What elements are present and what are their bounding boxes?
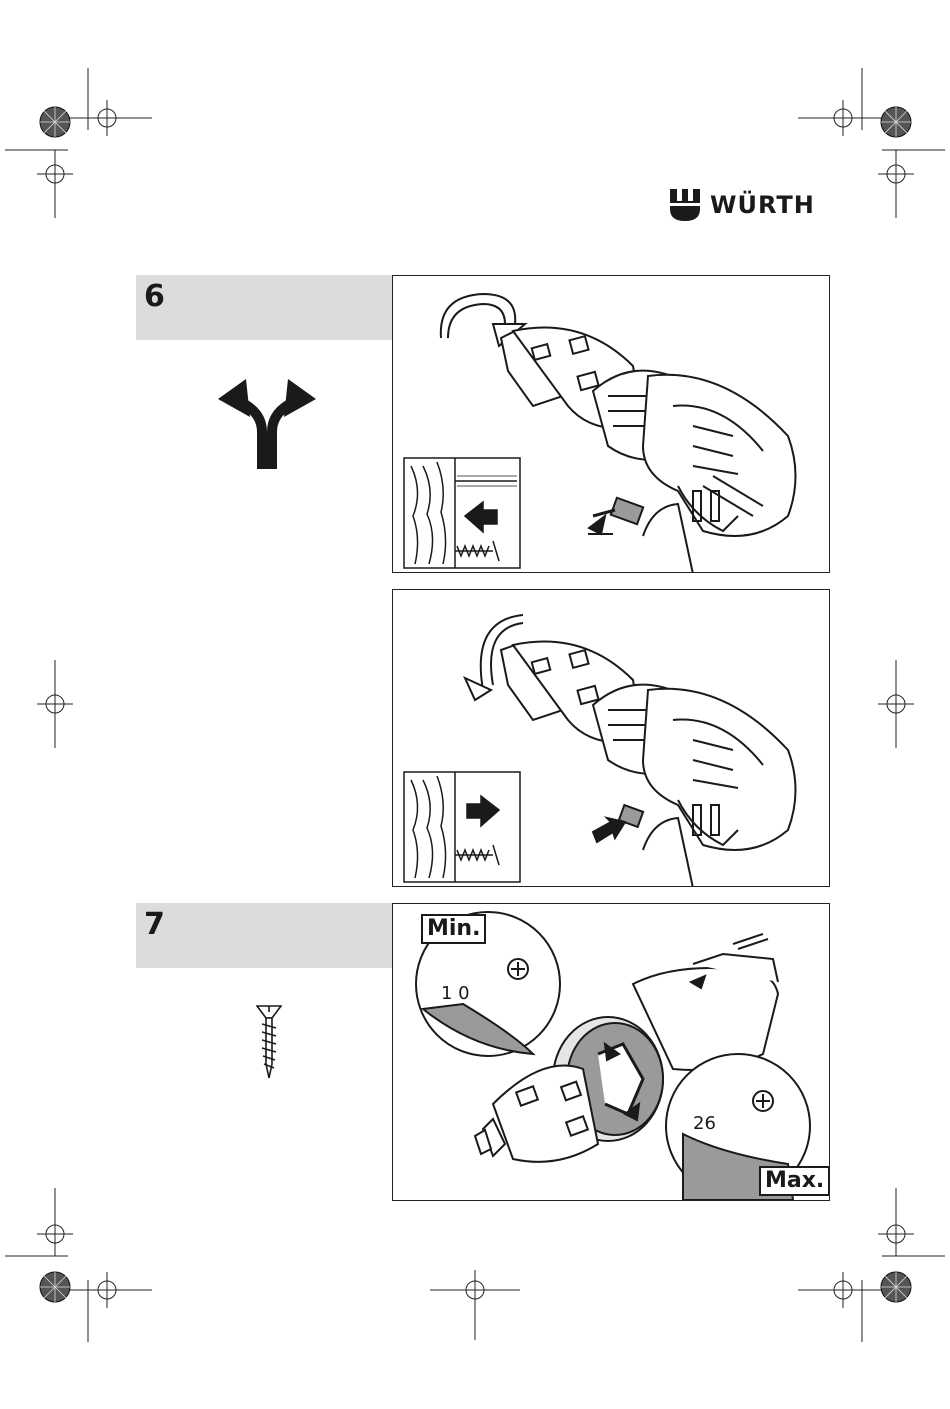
drill-illustration [393,590,830,887]
step-number: 7 [144,907,165,943]
screw-icon [256,1004,282,1080]
wurth-logo: WÜRTH [668,187,815,223]
step-6-header: 6 [136,275,392,340]
step-number: 6 [144,279,165,315]
torque-setting-panel: 1 0 26 Min. Max. [392,903,830,1201]
step-7-header: 7 [136,903,392,968]
logo-wordmark: WÜRTH [710,191,815,219]
svg-text:26: 26 [693,1113,716,1134]
forward-reverse-arrow-icon [216,377,318,469]
wurth-emblem-icon [668,187,702,223]
max-label: Max. [759,1166,830,1196]
forward-inset [404,458,520,568]
drill-illustration [393,276,830,573]
reverse-inset [404,772,520,882]
min-label: Min. [421,914,486,944]
drill-reverse-panel [392,589,830,887]
svg-text:1 0: 1 0 [441,983,470,1004]
torque-illustration: 1 0 26 [393,904,830,1201]
drill-forward-panel [392,275,830,573]
